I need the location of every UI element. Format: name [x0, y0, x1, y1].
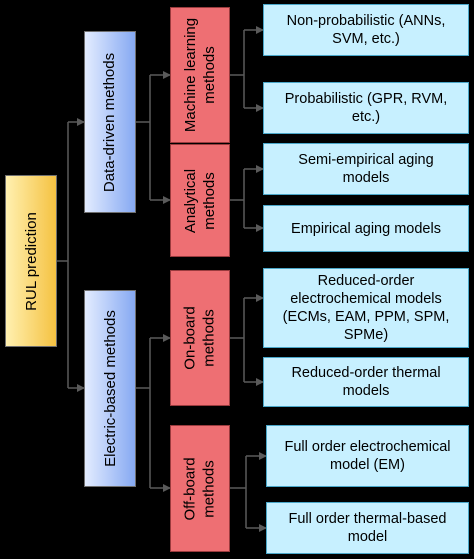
- root-label: RUL prediction: [22, 211, 40, 311]
- off-board-label-line-2: methods: [201, 459, 218, 518]
- analytical-label-line-2: methods: [201, 171, 219, 230]
- leaf-reduced-order-electrochemical: Reduced-order electrochemical models (EC…: [263, 268, 469, 348]
- analytical-methods-node: Analytical methods: [170, 144, 230, 257]
- leaf-full-order-electrochemical: Full order electrochemical model (EM): [266, 425, 469, 487]
- leaf-empirical: Empirical aging models: [263, 205, 469, 252]
- leaf-line: SVM, etc.): [332, 31, 400, 47]
- machine-learning-methods-node: Machine learning methods: [170, 7, 230, 143]
- analytical-methods-label: Analytical methods: [181, 168, 219, 232]
- leaf-line: models: [342, 383, 390, 399]
- leaf-semi-empirical: Semi-empirical aging models: [263, 143, 469, 195]
- leaf-line: Reduced-order: [317, 273, 415, 289]
- on-board-methods-label: On-board methods: [181, 306, 219, 369]
- leaf-line: Full order thermal-based: [288, 511, 447, 527]
- leaf-line: (ECMs, EAM, PPM, SPM,: [282, 309, 450, 325]
- leaf-line: etc.): [351, 109, 381, 125]
- on-board-methods-node: On-board methods: [170, 270, 230, 406]
- leaf-line: Non-probabilistic (ANNs,: [286, 13, 446, 29]
- leaf-probabilistic: Probabilistic (GPR, RVM, etc.): [263, 82, 469, 134]
- off-board-label-line-1: Off-board: [182, 456, 199, 521]
- electric-based-methods-node: Electric-based methods: [84, 290, 136, 487]
- leaf-line: model (EM): [330, 457, 405, 473]
- electric-based-methods-label: Electric-based methods: [101, 310, 119, 467]
- leaf-non-probabilistic: Non-probabilistic (ANNs, SVM, etc.): [263, 4, 469, 56]
- leaf-line: Semi-empirical aging: [298, 152, 434, 168]
- data-driven-methods-label: Data-driven methods: [101, 52, 119, 192]
- off-board-methods-label: Off-board methods: [181, 457, 219, 520]
- machine-learning-methods-label: Machine learning methods: [181, 18, 219, 132]
- machine-learning-label-line-1: Machine learning: [182, 17, 199, 133]
- leaf-line: SPMe): [343, 327, 389, 343]
- data-driven-methods-node: Data-driven methods: [84, 31, 136, 213]
- leaf-line: models: [342, 170, 390, 186]
- on-board-label-line-1: On-board: [182, 306, 199, 370]
- leaf-line: model: [347, 529, 388, 545]
- analytical-label-line-1: Analytical: [182, 168, 200, 233]
- leaf-line: Probabilistic (GPR, RVM,: [284, 91, 448, 107]
- leaf-full-order-thermal: Full order thermal-based model: [266, 502, 469, 554]
- leaf-reduced-order-thermal: Reduced-order thermal models: [263, 357, 469, 407]
- leaf-line: Empirical aging models: [291, 220, 441, 237]
- leaf-line: Reduced-order thermal: [291, 365, 441, 381]
- off-board-methods-node: Off-board methods: [170, 425, 230, 552]
- root-node: RUL prediction: [5, 175, 57, 347]
- on-board-label-line-2: methods: [201, 309, 218, 367]
- leaf-line: electrochemical models: [290, 291, 442, 307]
- leaf-line: Full order electrochemical: [284, 439, 451, 455]
- machine-learning-label-line-2: methods: [201, 46, 218, 104]
